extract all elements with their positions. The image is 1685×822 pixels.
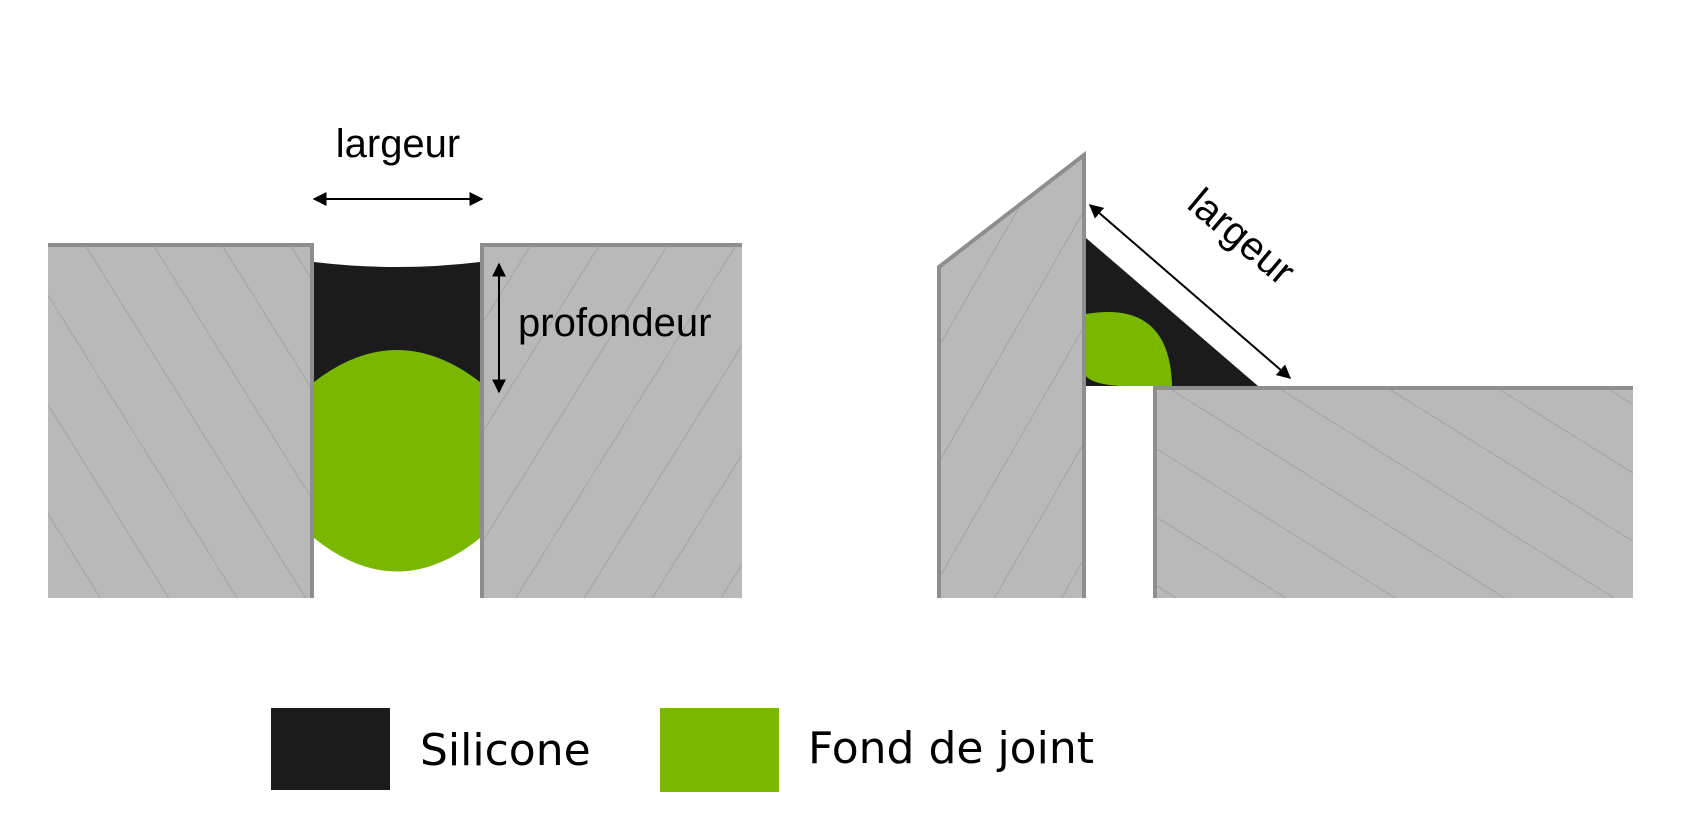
right-substrate-block (482, 245, 742, 598)
wall-substrate-edge (937, 150, 1086, 598)
wall-substrate-block (939, 155, 1084, 598)
legend-swatch-silicone (271, 708, 390, 790)
left-substrate-edge (48, 243, 314, 598)
legend: Silicone Fond de joint (271, 708, 1094, 792)
legend-label-silicone: Silicone (420, 725, 591, 776)
legend-item-silicone: Silicone (271, 708, 591, 790)
width-label: largeur (1180, 180, 1304, 294)
legend-item-backer-rod: Fond de joint (660, 708, 1094, 792)
butt-joint-figure: largeur profondeur (48, 122, 742, 598)
angle-joint-figure: largeur (937, 150, 1633, 598)
backer-rod (314, 350, 480, 572)
floor-substrate-edge (1153, 386, 1633, 598)
depth-label: profondeur (518, 301, 711, 345)
legend-label-backer-rod: Fond de joint (808, 723, 1094, 774)
floor-substrate-block (1155, 388, 1633, 598)
legend-swatch-backer-rod (660, 708, 779, 792)
left-substrate-block (48, 245, 312, 598)
width-arrow (1088, 204, 1292, 379)
right-substrate-edge (480, 243, 742, 598)
width-label: largeur (336, 122, 461, 166)
